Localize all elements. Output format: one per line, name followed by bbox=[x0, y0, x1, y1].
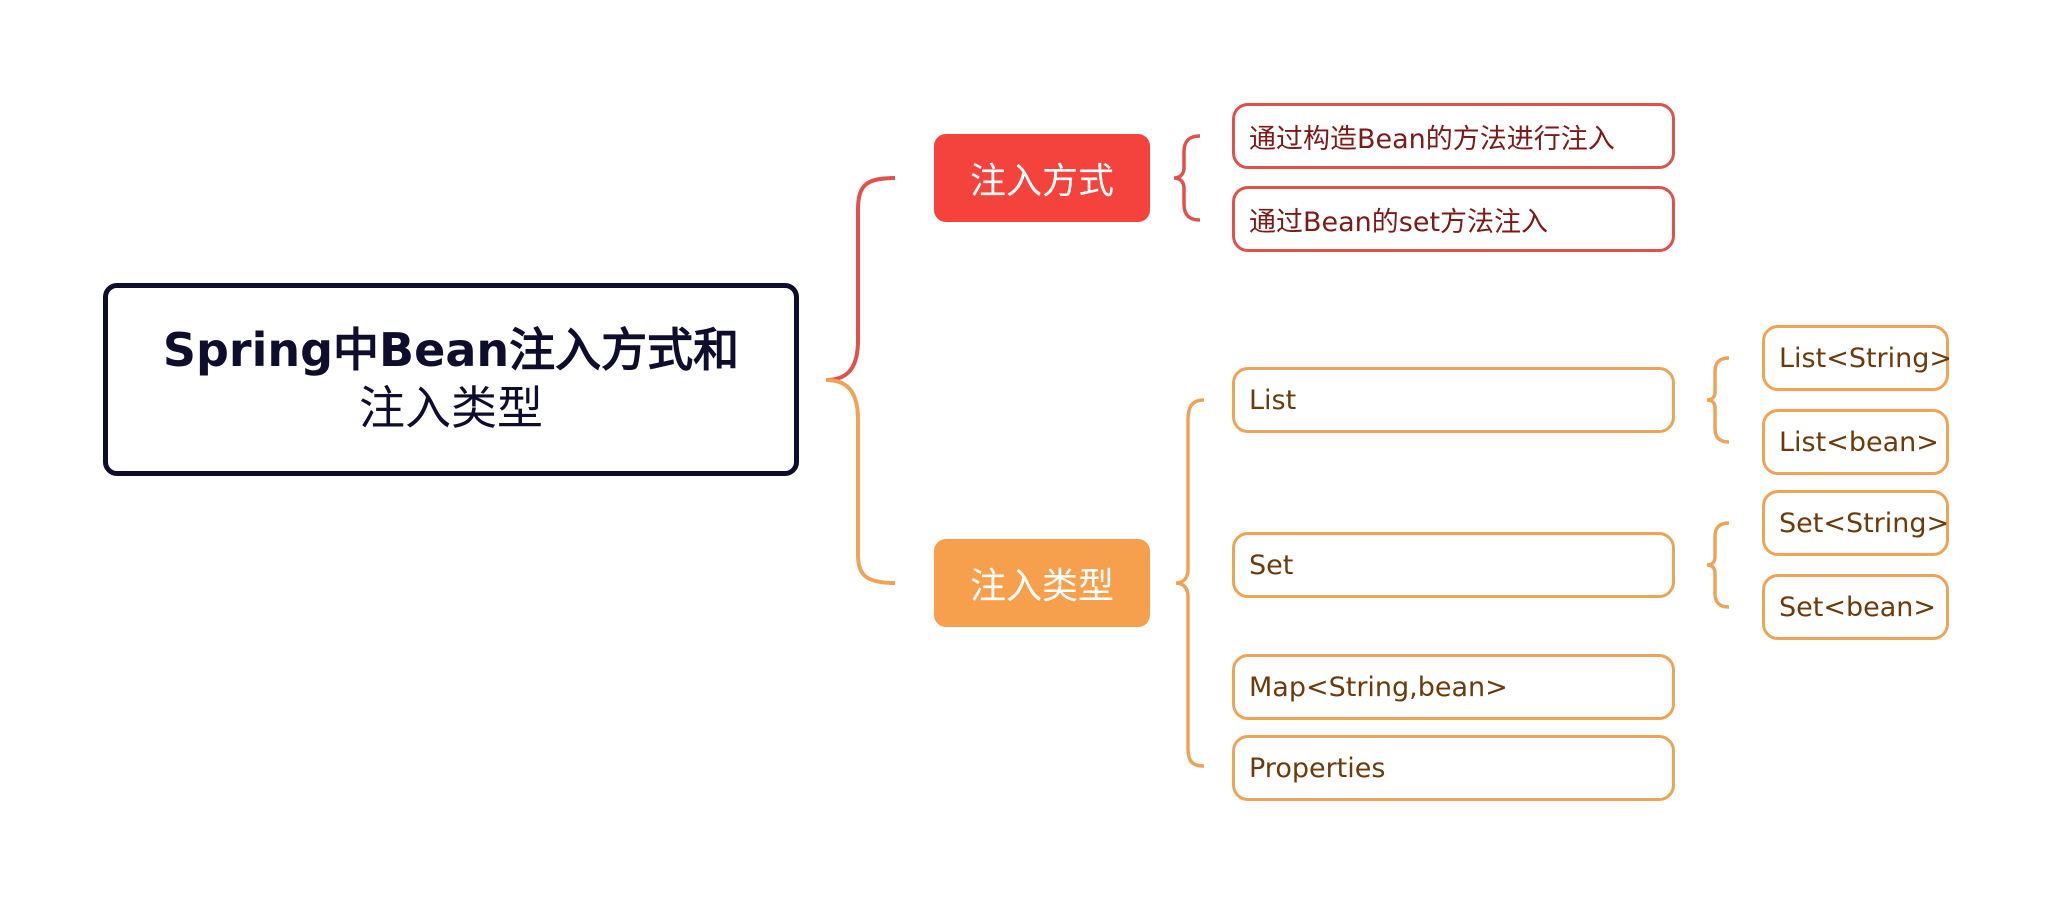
leaf-set-string[interactable]: Set<String> bbox=[1762, 490, 1949, 556]
root-to-branch1-connector bbox=[825, 176, 896, 382]
leaf-map[interactable]: Map<String,bean> bbox=[1232, 654, 1675, 720]
list-brace bbox=[1706, 356, 1730, 444]
leaf-constructor-injection[interactable]: 通过构造Bean的方法进行注入 bbox=[1232, 103, 1675, 169]
leaf-list-bean[interactable]: List<bean> bbox=[1762, 409, 1949, 475]
leaf-setter-injection[interactable]: 通过Bean的set方法注入 bbox=[1232, 186, 1675, 252]
leaf-list-string[interactable]: List<String> bbox=[1762, 325, 1952, 391]
branch-injection-type[interactable]: 注入类型 bbox=[934, 539, 1150, 627]
branch-injection-method[interactable]: 注入方式 bbox=[934, 134, 1150, 222]
root-topic[interactable]: Spring中Bean注入方式和 注入类型 bbox=[103, 283, 799, 476]
leaf-properties[interactable]: Properties bbox=[1232, 735, 1675, 801]
root-title-line1: Spring中Bean注入方式和 bbox=[162, 323, 740, 377]
branch2-brace bbox=[1175, 398, 1205, 768]
leaf-list[interactable]: List bbox=[1232, 367, 1675, 433]
branch1-brace bbox=[1173, 134, 1201, 222]
root-topic-text: Spring中Bean注入方式和 注入类型 bbox=[163, 322, 739, 437]
root-to-branch2-connector bbox=[825, 378, 896, 585]
set-brace bbox=[1706, 521, 1730, 609]
root-title-line2: 注入类型 bbox=[359, 380, 543, 435]
leaf-set-bean[interactable]: Set<bean> bbox=[1762, 574, 1949, 640]
leaf-set[interactable]: Set bbox=[1232, 532, 1675, 598]
